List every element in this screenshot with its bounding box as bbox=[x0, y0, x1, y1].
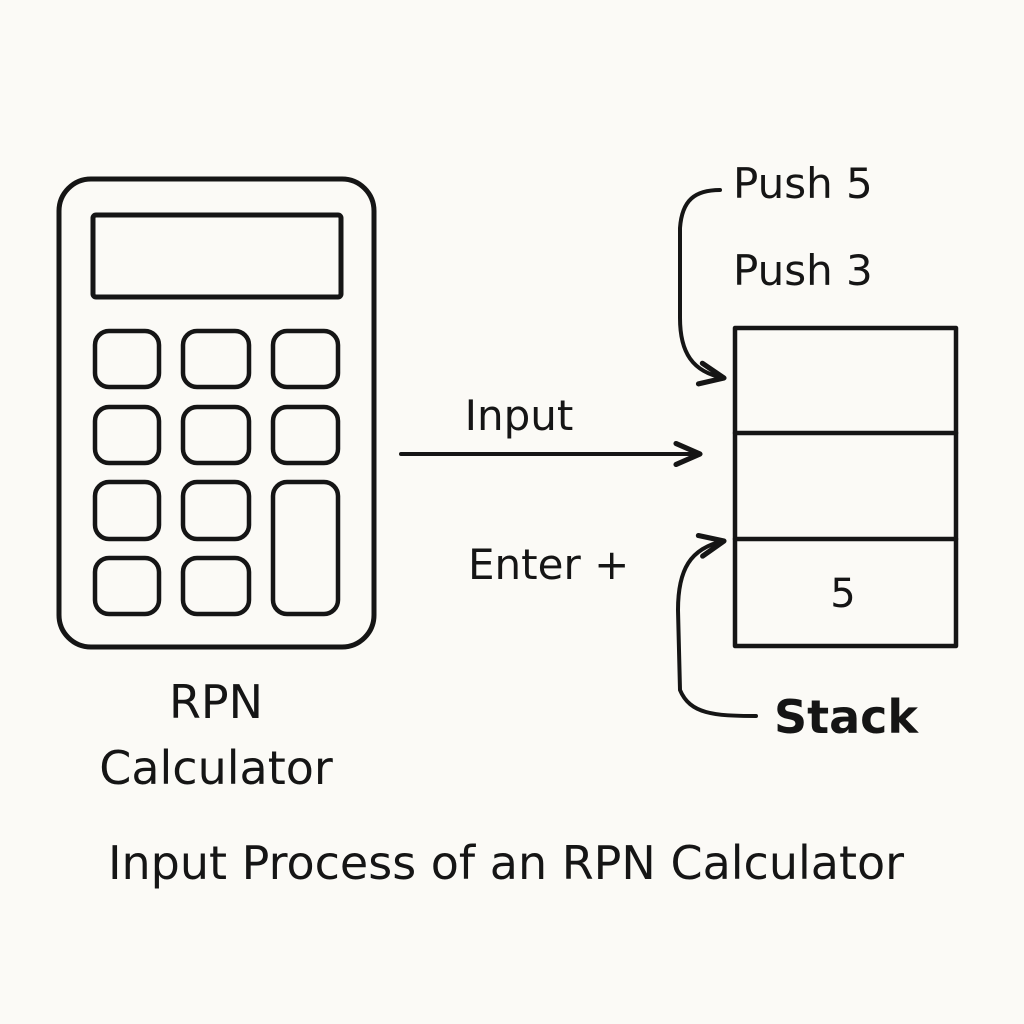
diagram-caption: Input Process of an RPN Calculator bbox=[108, 836, 904, 890]
stack-cell-3-value: 5 bbox=[830, 571, 855, 617]
calculator-key bbox=[92, 404, 162, 466]
calculator-key bbox=[92, 555, 162, 617]
stack-outline bbox=[732, 325, 959, 649]
stack-curved-arrow bbox=[676, 533, 758, 718]
enter-label: Enter + bbox=[468, 540, 629, 589]
calculator-key bbox=[92, 479, 162, 542]
push-curved-arrow bbox=[678, 188, 727, 387]
calculator-key bbox=[180, 479, 252, 542]
calculator-tall-key bbox=[270, 479, 341, 617]
calculator-icon bbox=[56, 176, 377, 650]
push-label-1: Push 5 bbox=[733, 159, 873, 208]
stack-label: Stack bbox=[774, 690, 919, 744]
calculator-label-line1: RPN bbox=[169, 675, 263, 729]
calculator-label-line2: Calculator bbox=[99, 741, 333, 795]
calculator-key bbox=[180, 404, 252, 466]
input-arrow-label: Input bbox=[465, 391, 574, 440]
calculator-key bbox=[270, 404, 341, 466]
calculator-key bbox=[92, 328, 162, 390]
calculator-key bbox=[270, 328, 341, 390]
calculator-key bbox=[180, 328, 252, 390]
push-label-2: Push 3 bbox=[733, 246, 873, 295]
calculator-body bbox=[56, 176, 377, 650]
calculator-display bbox=[90, 212, 344, 300]
stack: 5 bbox=[732, 325, 959, 649]
calculator-key bbox=[180, 555, 252, 617]
